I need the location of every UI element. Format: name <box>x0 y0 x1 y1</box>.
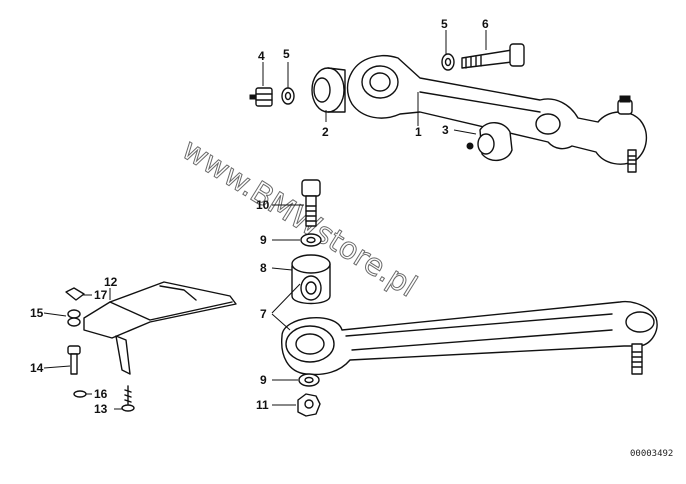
upper-control-arm-assembly <box>249 30 647 173</box>
shield-bracket-assembly <box>43 281 237 412</box>
nut-4 <box>249 87 273 107</box>
washer-9-top <box>300 233 322 247</box>
shield-plate-12 <box>83 281 237 339</box>
callout-11: 11 <box>256 398 269 412</box>
bushing-8 <box>291 254 331 305</box>
callout-8: 8 <box>260 261 267 275</box>
callout-17: 17 <box>94 288 108 302</box>
lower-thrust-arm-assembly <box>271 179 658 417</box>
nut-11 <box>297 393 321 417</box>
thrust-arm <box>281 300 658 376</box>
callout-labels: 4 5 5 6 2 1 3 10 9 8 7 9 11 12 17 15 14 … <box>30 17 489 416</box>
callout-15: 15 <box>30 306 44 320</box>
callout-9-top: 9 <box>260 233 267 247</box>
callout-13: 13 <box>94 402 108 416</box>
washer-16 <box>73 390 87 398</box>
nut-15 <box>67 309 81 327</box>
screw-13 <box>121 385 135 412</box>
callout-6: 6 <box>482 17 489 31</box>
bolt-14 <box>67 345 81 375</box>
bushing-3 <box>466 122 513 161</box>
bolt-6 <box>461 43 525 69</box>
clip-17 <box>65 287 85 301</box>
callout-9-bottom: 9 <box>260 373 267 387</box>
washer-5-right <box>441 53 455 71</box>
bolt-10 <box>301 179 321 227</box>
callout-5-left: 5 <box>283 47 290 61</box>
callout-12: 12 <box>104 275 118 289</box>
washer-9-bottom <box>298 373 320 387</box>
callout-5-right: 5 <box>441 17 448 31</box>
callout-7: 7 <box>260 307 267 321</box>
callout-1: 1 <box>415 125 422 139</box>
callout-16: 16 <box>94 387 108 401</box>
washer-5-left <box>281 87 295 105</box>
callout-3: 3 <box>442 123 449 137</box>
drawing-number: 00003492 <box>630 449 673 459</box>
callout-10: 10 <box>256 198 270 212</box>
callout-2: 2 <box>322 125 329 139</box>
callout-14: 14 <box>30 361 44 375</box>
callout-4: 4 <box>258 49 265 63</box>
bushing-2 <box>311 67 346 113</box>
